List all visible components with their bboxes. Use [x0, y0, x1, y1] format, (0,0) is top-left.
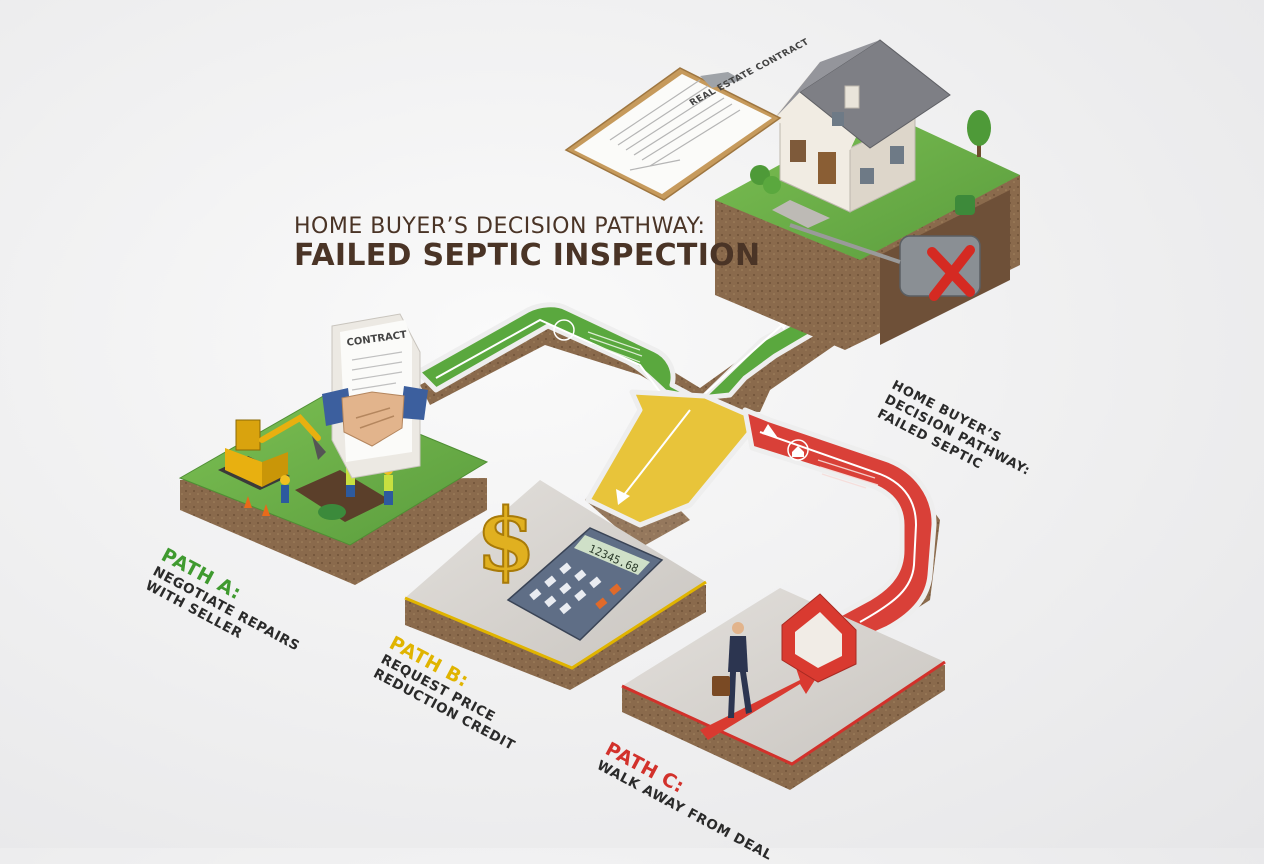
- businessman-icon: [712, 622, 752, 718]
- contract-clipboard: [564, 67, 782, 201]
- tree-icon: [967, 110, 991, 146]
- briefcase-icon: [712, 676, 730, 696]
- walk-away-house-icon: [781, 593, 857, 683]
- cone-icon: [244, 496, 252, 508]
- sign-disc-icon: [553, 319, 575, 341]
- tile-path-c: [621, 588, 946, 790]
- diagram-title-line-1: HOME BUYER’S DECISION PATHWAY:: [294, 214, 706, 239]
- excavator-icon: [218, 414, 326, 490]
- calculator-icon: [506, 527, 664, 641]
- house-tile: [715, 39, 1020, 350]
- failed-x-icon: [927, 245, 975, 301]
- tile-path-b: $: [404, 480, 707, 690]
- svg-text:$: $: [476, 490, 536, 591]
- diagram-title-line-2: FAILED SEPTIC INSPECTION: [294, 238, 761, 273]
- exit-arrow-icon: [700, 668, 820, 740]
- yellow-road: [585, 389, 763, 528]
- septic-tank-hole: [318, 504, 346, 520]
- road-network: [415, 302, 940, 648]
- red-road: [742, 407, 937, 648]
- dollar-sign-icon: $: [475, 489, 537, 592]
- contract-handshake: [322, 313, 428, 479]
- arrow-down-icon: [616, 489, 630, 505]
- arrow-right-icon: [762, 424, 778, 438]
- house-icon: [772, 39, 951, 228]
- house-sign-icon: [792, 446, 804, 457]
- handshake-icon: [322, 386, 428, 447]
